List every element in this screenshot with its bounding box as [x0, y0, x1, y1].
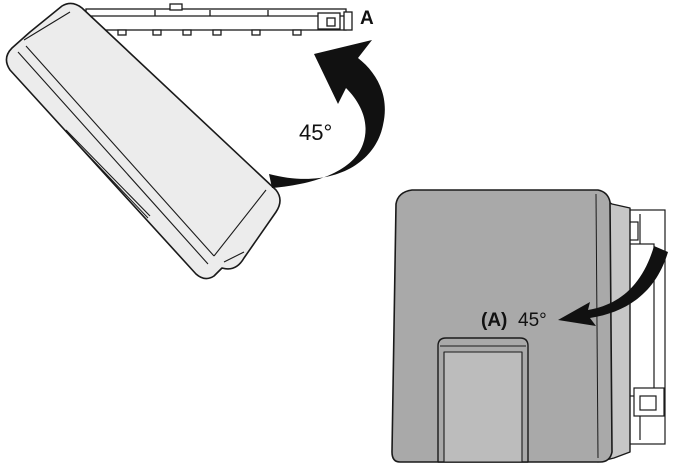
angle-label: 45°	[299, 120, 332, 145]
figure-tilt-housing: A 45°	[5, 2, 385, 280]
label-a: (A)	[481, 310, 507, 331]
wall-bracket	[85, 3, 353, 36]
label-a: A	[360, 8, 374, 29]
tilted-housing	[5, 2, 281, 280]
mounted-housing	[391, 189, 631, 463]
door-open-arrow	[558, 246, 668, 326]
angle-label: 45°	[518, 310, 547, 331]
figure-open-door: (A) 45°	[391, 189, 668, 463]
rotation-arrow	[269, 40, 385, 188]
